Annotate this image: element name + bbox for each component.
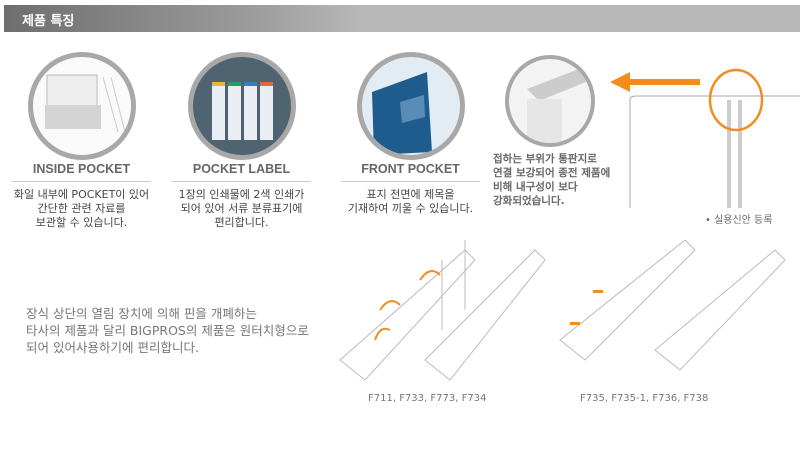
caption-right-models: F735, F735-1, F736, F738 (580, 393, 709, 404)
mechanism-illustration (339, 240, 786, 381)
binding-diagram (610, 68, 800, 208)
pocket-label-image (187, 52, 296, 160)
front-pocket-image (356, 52, 465, 160)
section-header: 제품 특징 (4, 5, 800, 32)
feature-title: INSIDE POCKET (12, 162, 151, 182)
feature-title: POCKET LABEL (172, 162, 311, 182)
registration-note: • 실용신안 등록 (705, 215, 773, 226)
arrow-left-icon (610, 72, 630, 92)
reinforce-image (505, 55, 595, 147)
feature-title: FRONT POCKET (341, 162, 480, 182)
highlight-circle (708, 68, 764, 132)
inside-pocket-image (27, 52, 136, 160)
caption-left-models: F711, F733, F773, F734 (368, 393, 487, 404)
section-title: 제품 특징 (22, 14, 75, 29)
